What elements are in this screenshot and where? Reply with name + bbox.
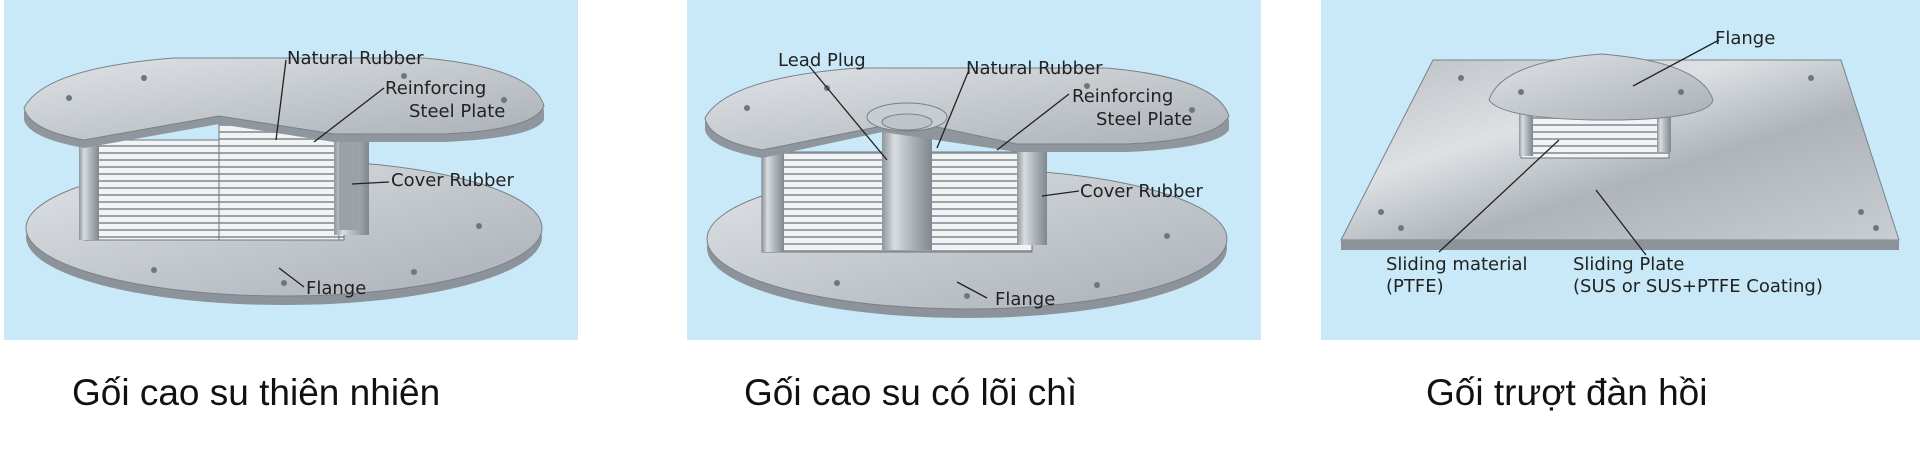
lead-rubber-bearing-panel: Lead Plug Natural Rubber Reinforcing Ste… [687, 0, 1261, 340]
lead-plug-label: Lead Plug [778, 50, 866, 71]
leader-lines [1438, 39, 1720, 256]
rubber-body [79, 119, 369, 241]
leader-lines [808, 65, 1080, 299]
sliding-material-label: Sliding material [1386, 254, 1528, 275]
sliding-plate-label: Sliding Plate [1573, 254, 1684, 275]
cover-rubber-label: Cover Rubber [391, 170, 514, 191]
flange-label: Flange [306, 278, 366, 299]
flange-label: Flange [995, 289, 1055, 310]
ptfe-label: (PTFE) [1386, 276, 1444, 297]
leader-lines [275, 59, 390, 288]
flange-label: Flange [1715, 28, 1775, 49]
reinforcing-label: Reinforcing [385, 78, 486, 99]
lead-rubber-bearing-diagram: Lead Plug Natural Rubber Reinforcing Ste… [704, 50, 1230, 318]
natural-rubber-label: Natural Rubber [966, 58, 1103, 79]
sliding-bearing-caption: Gối trượt đàn hồi [1426, 372, 1708, 413]
lead-rubber-bearing-caption: Gối cao su có lõi chì [744, 372, 1078, 413]
steel-plate-label: Steel Plate [1096, 109, 1192, 130]
reinforcing-label: Reinforcing [1072, 86, 1173, 107]
steel-plate-label: Steel Plate [409, 101, 505, 122]
natural-rubber-bearing-panel: Natural Rubber Reinforcing Steel Plate C… [4, 0, 578, 340]
sliding-bearing-diagram: Flange Sliding material (PTFE) Sliding P… [1340, 28, 1900, 297]
lead-plug [882, 122, 932, 250]
top-flange [704, 67, 1230, 158]
sliding-bearing-panel: Flange Sliding material (PTFE) Sliding P… [1321, 0, 1920, 340]
natural-rubber-bearing-caption: Gối cao su thiên nhiên [72, 372, 441, 413]
natural-rubber-label: Natural Rubber [287, 48, 424, 69]
rubber-body [761, 113, 1047, 253]
natural-rubber-bearing-diagram: Natural Rubber Reinforcing Steel Plate C… [23, 48, 545, 305]
sus-coating-label: (SUS or SUS+PTFE Coating) [1573, 276, 1823, 297]
top-flange [23, 57, 545, 148]
top-flange [1488, 53, 1714, 121]
cover-rubber-label: Cover Rubber [1080, 181, 1203, 202]
